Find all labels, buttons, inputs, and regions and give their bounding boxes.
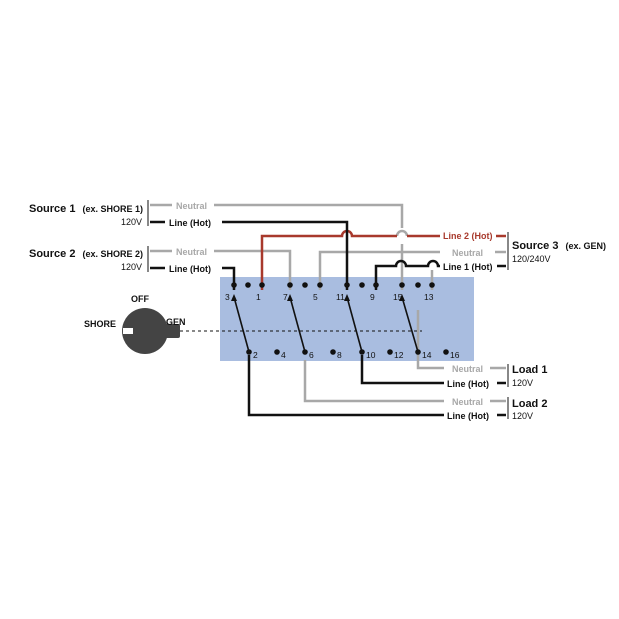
- source3-neutral-wire: [318, 250, 440, 290]
- top-terminals: [231, 282, 435, 288]
- terminal-label: 1: [256, 292, 261, 302]
- terminal-label: 5: [313, 292, 318, 302]
- knob-handle: [140, 324, 180, 338]
- load2-neutral-label: Neutral: [452, 397, 483, 407]
- source3-neutral-label: Neutral: [452, 248, 483, 258]
- knob-pointer: [123, 328, 133, 334]
- terminal-label: 13: [424, 292, 434, 302]
- blade-tips: [231, 294, 405, 301]
- source3-line2-label: Line 2 (Hot): [443, 231, 493, 241]
- load2-hot-wire: [247, 355, 506, 417]
- terminal-label: 2: [253, 350, 258, 360]
- switch-shore-label: SHORE: [84, 319, 116, 329]
- switch-gen-label: GEN: [166, 317, 186, 327]
- source2-hot-label: Line (Hot): [169, 264, 211, 274]
- load1-hot-wire: [360, 355, 506, 385]
- switch-off-label: OFF: [131, 294, 149, 304]
- source2-neutral-wire: [150, 249, 292, 290]
- terminal-label: 9: [370, 292, 375, 302]
- terminal-label: 11: [336, 292, 345, 302]
- load2-neutral-wire: [303, 360, 506, 403]
- source2-voltage: 120V: [121, 262, 142, 272]
- bottom-terminal-labels: 2 4 6 8 10 12 14 16: [253, 350, 460, 360]
- source1-label: Source 1 (ex. SHORE 1): [29, 199, 143, 216]
- terminal-label: 15: [393, 292, 403, 302]
- terminal-label: 4: [281, 350, 286, 360]
- neutral-wires: [150, 203, 506, 403]
- source3-line1-label: Line 1 (Hot): [443, 262, 493, 272]
- source2-label: Source 2 (ex. SHORE 2): [29, 244, 143, 261]
- source1-voltage: 120V: [121, 217, 142, 227]
- load1-neutral-wire: [416, 310, 506, 370]
- switch-panel: [220, 277, 474, 361]
- source3-label: Source 3 (ex. GEN): [512, 236, 606, 253]
- selector-knob[interactable]: [122, 308, 180, 354]
- source-brackets: [147, 200, 509, 419]
- source1-neutral-label: Neutral: [176, 201, 207, 211]
- source3-voltage: 120/240V: [512, 254, 551, 264]
- terminal-label: 14: [422, 350, 432, 360]
- load1-label: Load 1: [512, 364, 547, 376]
- top-terminal-labels: 3 1 7 5 11 9 15 13: [225, 292, 434, 302]
- source2-neutral-label: Neutral: [176, 247, 207, 257]
- terminal-label: 3: [225, 292, 230, 302]
- load2-hot-label: Line (Hot): [447, 411, 489, 421]
- switch-blades: [233, 296, 419, 353]
- load1-hot-label: Line (Hot): [447, 379, 489, 389]
- crossing-humps: [395, 229, 409, 237]
- terminal-label: 10: [366, 350, 376, 360]
- terminal-label: 16: [450, 350, 460, 360]
- load1-neutral-label: Neutral: [452, 364, 483, 374]
- terminal-label: 6: [309, 350, 314, 360]
- source1-neutral-wire: [150, 203, 404, 228]
- load2-voltage: 120V: [512, 411, 533, 421]
- load1-voltage: 120V: [512, 378, 533, 388]
- load2-label: Load 2: [512, 398, 547, 410]
- source1-hot-wire: [150, 220, 349, 290]
- source1-hot-label: Line (Hot): [169, 218, 211, 228]
- terminal-label: 7: [283, 292, 288, 302]
- source3-line1-wire: [374, 259, 440, 290]
- terminal-label: 12: [394, 350, 404, 360]
- terminal-label: 8: [337, 350, 342, 360]
